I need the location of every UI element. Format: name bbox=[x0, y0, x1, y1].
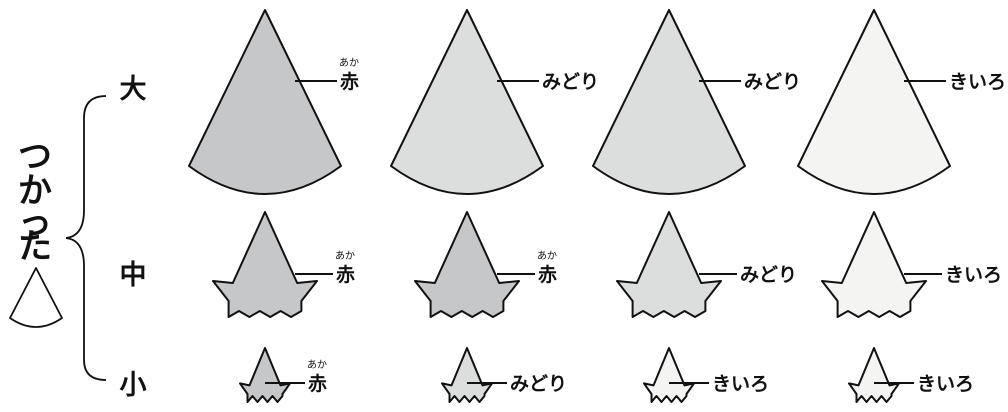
cone-small-4: きいろ bbox=[849, 348, 974, 402]
side-title-char: た bbox=[18, 227, 52, 267]
cone-shape bbox=[644, 348, 694, 402]
color-label: 赤 bbox=[308, 373, 327, 395]
cone-shape bbox=[240, 348, 290, 402]
cone-medium-1: あか赤 bbox=[213, 212, 355, 317]
cone-small-1: あか赤 bbox=[240, 348, 327, 402]
color-label-ruby: あか bbox=[307, 359, 327, 371]
size-label-small: 小 bbox=[120, 370, 147, 401]
color-label-ruby: あか bbox=[537, 250, 557, 262]
cone-small-2: みどり bbox=[442, 348, 567, 402]
curly-brace bbox=[66, 96, 106, 380]
sample-cone bbox=[10, 268, 62, 327]
cone-shape bbox=[798, 10, 950, 194]
size-label-large: 大 bbox=[120, 74, 147, 105]
size-label-medium: 中 bbox=[120, 260, 147, 291]
cone-grid: あか赤みどりみどりきいろあか赤あか赤みどりきいろあか赤みどりきいろきいろ bbox=[189, 10, 1006, 402]
cone-medium-4: きいろ bbox=[822, 212, 1002, 317]
cone-shape bbox=[189, 10, 341, 194]
color-label: きいろ bbox=[917, 373, 974, 395]
cone-medium-3: みどり bbox=[617, 212, 797, 317]
color-label: みどり bbox=[740, 264, 797, 286]
cone-large-1: あか赤 bbox=[189, 10, 359, 194]
cone-shape bbox=[593, 10, 745, 194]
cone-shape bbox=[822, 212, 926, 317]
cone-shape bbox=[391, 10, 543, 194]
cone-large-3: みどり bbox=[593, 10, 801, 194]
color-label: きいろ bbox=[712, 373, 769, 395]
side-title: つ か っ た bbox=[18, 137, 52, 267]
cone-shape bbox=[617, 212, 721, 317]
color-label: きいろ bbox=[949, 71, 1006, 93]
cone-shape bbox=[442, 348, 492, 402]
cone-large-2: みどり bbox=[391, 10, 599, 194]
color-label: 赤 bbox=[336, 264, 355, 286]
color-label: みどり bbox=[510, 373, 567, 395]
cone-shape bbox=[415, 212, 519, 317]
cone-medium-2: あか赤 bbox=[415, 212, 557, 317]
color-label: 赤 bbox=[340, 71, 359, 93]
color-label: みどり bbox=[542, 71, 599, 93]
color-label-ruby: あか bbox=[339, 57, 359, 69]
color-label: 赤 bbox=[538, 264, 557, 286]
color-label-ruby: あか bbox=[335, 250, 355, 262]
color-label: きいろ bbox=[945, 264, 1002, 286]
cone-shape bbox=[849, 348, 899, 402]
color-label: みどり bbox=[744, 71, 801, 93]
cone-large-4: きいろ bbox=[798, 10, 1006, 194]
cone-small-3: きいろ bbox=[644, 348, 769, 402]
cone-shape bbox=[213, 212, 317, 317]
